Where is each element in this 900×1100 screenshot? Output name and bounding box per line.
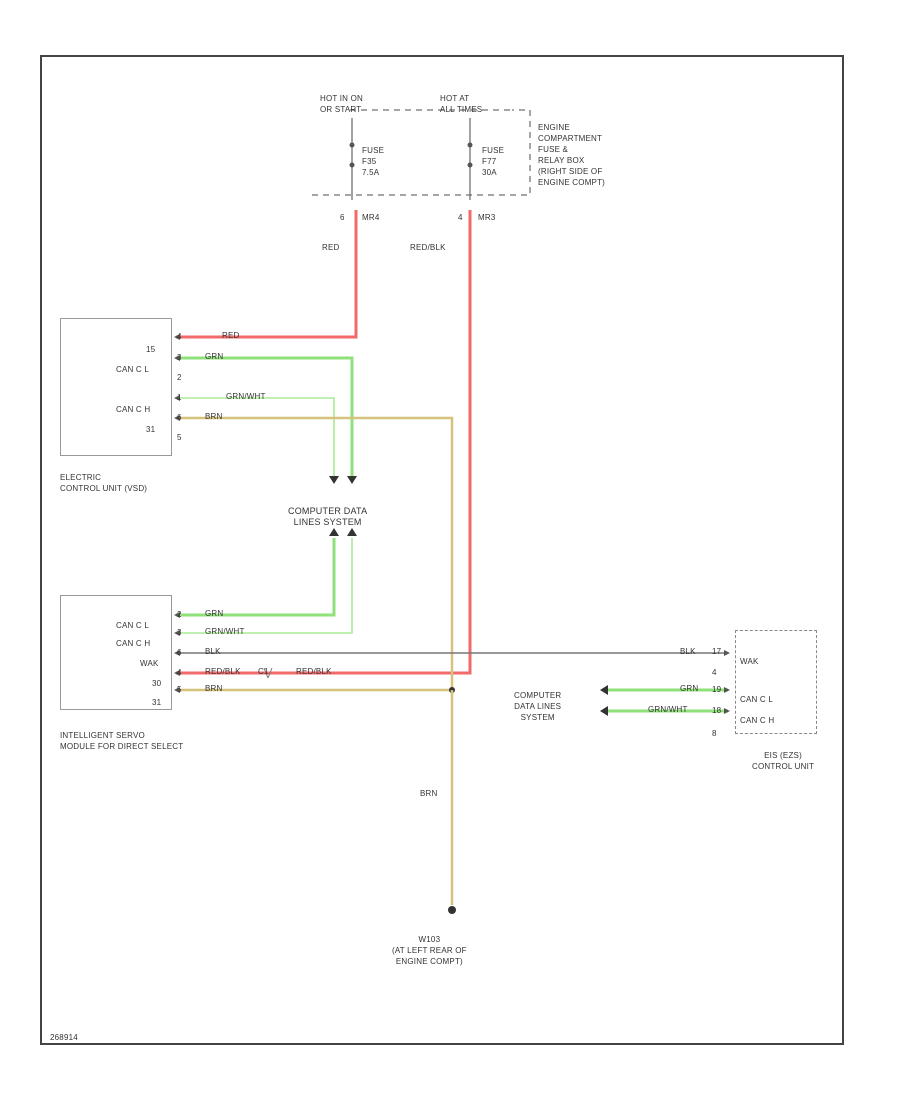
conn-right-id: MR3 bbox=[478, 213, 496, 222]
diagram-code: 268914 bbox=[50, 1033, 78, 1042]
ecu-wire-label: GRN/WHT bbox=[226, 392, 266, 401]
wire-grn-ecu bbox=[176, 356, 354, 478]
servo-pin-label: WAK bbox=[140, 659, 159, 668]
eis-pin-number: 18 bbox=[712, 706, 722, 715]
junction-arrows-bottom bbox=[329, 528, 357, 536]
ground-dot bbox=[448, 906, 456, 914]
servo-wire-label: BLK bbox=[205, 647, 221, 656]
ecu-pin-number: 2 bbox=[177, 373, 182, 382]
wire-red bbox=[176, 210, 358, 339]
servo-wire-label: GRN bbox=[205, 609, 224, 618]
ecu-pin-label: CAN C H bbox=[116, 405, 151, 414]
ecu-pin-label: CAN C L bbox=[116, 365, 149, 374]
wire-grnwht-ecu bbox=[176, 397, 335, 478]
servo-pin-number: 6 bbox=[177, 648, 182, 657]
servo-pin-label: 31 bbox=[152, 698, 162, 707]
eis-box bbox=[735, 630, 817, 734]
c1-connector-mark bbox=[263, 667, 273, 679]
ecu-box bbox=[60, 318, 172, 456]
eis-wire-label: GRN/WHT bbox=[648, 705, 688, 714]
ecu-pin-arrows bbox=[174, 334, 180, 421]
conn-right-pin: 4 bbox=[458, 213, 463, 222]
eis-wire-label: GRN bbox=[680, 684, 699, 693]
wire-redblk-label: RED/BLK bbox=[410, 243, 446, 252]
servo-pin-number: 2 bbox=[177, 610, 182, 619]
servo-pin-arrows bbox=[174, 612, 180, 693]
servo-pin-label: CAN C L bbox=[116, 621, 149, 630]
wire-red-blk bbox=[176, 210, 472, 675]
junction-arrows-top bbox=[329, 476, 357, 484]
ecu-pin-number: 5 bbox=[177, 433, 182, 442]
servo-box bbox=[60, 595, 172, 710]
eis-arrow-1 bbox=[600, 685, 608, 695]
servo-redblk-extra: RED/BLK bbox=[296, 667, 332, 676]
ecu-wire-label: GRN bbox=[205, 352, 224, 361]
eis-pin-label: WAK bbox=[740, 657, 759, 666]
eis-wire-label: BLK bbox=[680, 647, 696, 656]
eis-pin-number: 19 bbox=[712, 685, 722, 694]
servo-pin-number: 4 bbox=[177, 668, 182, 677]
eis-pin-label: CAN C H bbox=[740, 716, 775, 725]
servo-pin-number: 5 bbox=[177, 685, 182, 694]
diagram-frame bbox=[40, 55, 844, 1045]
wire-grnwht-servo bbox=[176, 538, 353, 634]
wire-red-label: RED bbox=[322, 243, 340, 252]
eis-arrow-2 bbox=[600, 706, 608, 716]
ecu-pin-number: 6 bbox=[177, 413, 182, 422]
ecu-pin-number: 1 bbox=[177, 393, 182, 402]
eis-name: EIS (EZS)CONTROL UNIT bbox=[752, 751, 815, 771]
eis-pin-number: 17 bbox=[712, 647, 722, 656]
servo-pin-label: 30 bbox=[152, 679, 162, 688]
eis-pin-number: 8 bbox=[712, 729, 717, 738]
eis-pin-number: 4 bbox=[712, 668, 717, 677]
wire-brn-ecu bbox=[176, 416, 454, 690]
ecu-wire-label: RED bbox=[222, 331, 240, 340]
conn-left-id: MR4 bbox=[362, 213, 380, 222]
ecu-pin-number: 4 bbox=[177, 332, 182, 341]
ecu-pin-label: 31 bbox=[146, 425, 156, 434]
servo-pin-label: CAN C H bbox=[116, 639, 151, 648]
fuse-right bbox=[467, 118, 473, 200]
fuse-box-outline bbox=[312, 109, 531, 196]
ecu-pin-number: 3 bbox=[177, 353, 182, 362]
servo-wire-label: GRN/WHT bbox=[205, 627, 245, 636]
ecu-wire-label: BRN bbox=[205, 412, 223, 421]
conn-left-pin: 6 bbox=[340, 213, 345, 222]
ecu-pin-label: 15 bbox=[146, 345, 156, 354]
fuse-left bbox=[349, 118, 355, 200]
servo-pin-number: 3 bbox=[177, 628, 182, 637]
servo-wire-label: RED/BLK bbox=[205, 667, 241, 676]
wire-grn-servo bbox=[176, 538, 336, 617]
ground-wire-label: BRN bbox=[420, 789, 438, 798]
servo-connector-mark: C1 bbox=[258, 667, 269, 676]
eis-pin-arrows bbox=[724, 650, 730, 714]
servo-wire-label: BRN bbox=[205, 684, 223, 693]
eis-pin-label: CAN C L bbox=[740, 695, 773, 704]
